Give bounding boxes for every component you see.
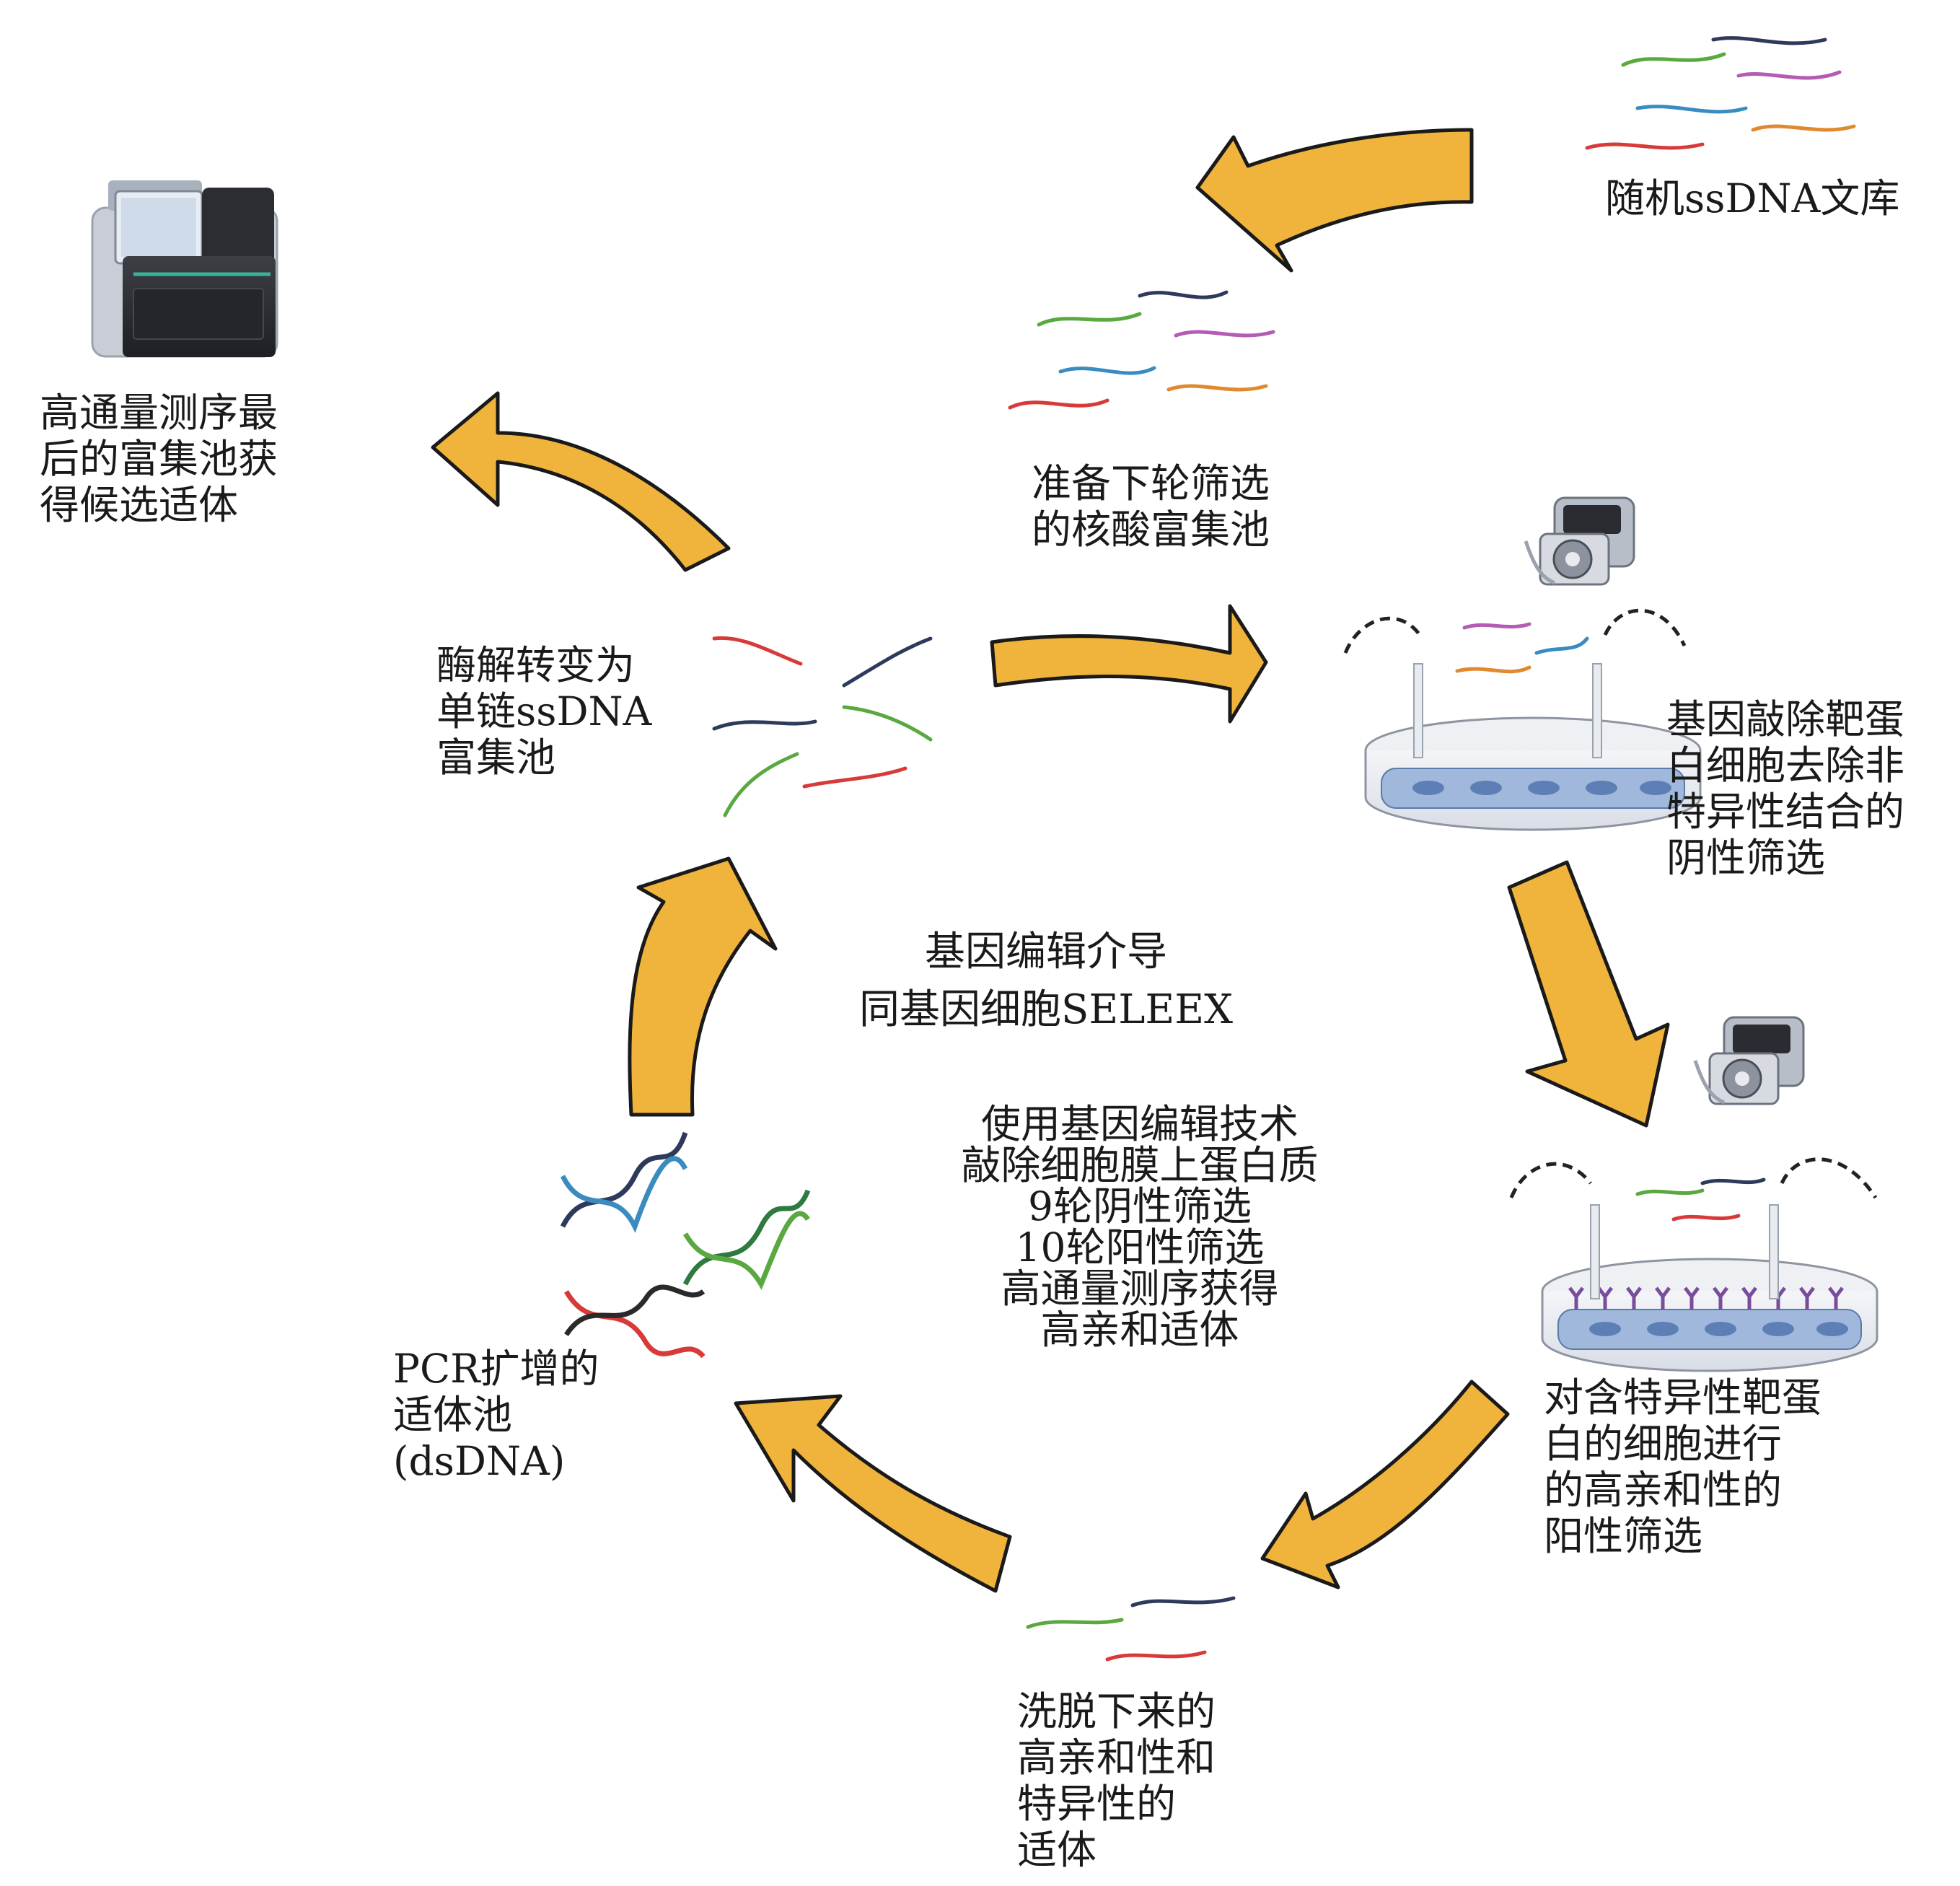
label-digestion: 酶解转变为 单链ssDNA 富集池 <box>436 642 651 781</box>
title-line: 基因编辑介导 <box>925 929 1167 975</box>
label-line: 单链ssDNA <box>436 688 652 734</box>
label-line: 特异性的 <box>1017 1781 1177 1827</box>
culture-dish-icon <box>1509 1157 1878 1372</box>
ssdna-strand-icon <box>1008 290 1275 410</box>
flow-arrow-icon <box>628 856 778 1117</box>
label-line: 洗脱下来的 <box>1017 1688 1216 1734</box>
summary-line: 高通量测序获得 <box>1001 1266 1279 1312</box>
ssdna-strand-icon <box>1455 622 1589 674</box>
peristaltic-pump-icon <box>1524 496 1635 586</box>
summary-line: 敲除细胞膜上蛋白质 <box>961 1142 1319 1188</box>
ssdna-strand-icon <box>712 636 933 817</box>
flow-arrow-icon <box>1195 128 1474 273</box>
label-line: 高通量测序最 <box>40 390 278 436</box>
dna-helix-icon <box>563 1284 706 1359</box>
method-summary: 使用基因编辑技术 敲除细胞膜上蛋白质 9轮阴性筛选 10轮阳性筛选 高通量测序获… <box>923 1104 1356 1351</box>
label-line: 对含特异性靶蛋 <box>1544 1374 1822 1421</box>
dna-helix-icon <box>560 1131 688 1233</box>
label-line: 的高亲和性的 <box>1544 1467 1783 1513</box>
title-line: 同基因细胞SELEEX <box>858 986 1234 1033</box>
label-line: 高亲和性和 <box>1017 1734 1216 1781</box>
label-negative-selection: 基因敲除靶蛋 白细胞去除非 特异性结合的 阴性筛选 <box>1666 696 1904 881</box>
label-line: 阴性筛选 <box>1666 835 1826 881</box>
ssdna-strand-icon <box>1026 1596 1236 1662</box>
label-line: 酶解转变为 <box>436 642 636 688</box>
label-line: 的核酸富集池 <box>1031 506 1270 553</box>
flow-arrow-icon <box>990 604 1268 724</box>
summary-line: 9轮阴性筛选 <box>1028 1183 1252 1229</box>
label-elution: 洗脱下来的 高亲和性和 特异性的 适体 <box>1017 1688 1216 1873</box>
label-line: (dsDNA) <box>393 1438 566 1484</box>
label-line: 后的富集池获 <box>40 436 278 482</box>
label-line: 适体池 <box>393 1392 513 1438</box>
label-positive-selection: 对含特异性靶蛋 白的细胞进行 的高亲和性的 阳性筛选 <box>1544 1374 1821 1559</box>
ssdna-strand-icon <box>1585 36 1856 150</box>
dna-helix-icon <box>682 1189 811 1290</box>
flow-arrow-icon <box>734 1394 1012 1593</box>
summary-line: 使用基因编辑技术 <box>980 1101 1298 1147</box>
flow-arrow-icon <box>1260 1380 1510 1589</box>
label-line: 基因敲除靶蛋 <box>1666 696 1905 742</box>
label-line: PCR扩增的 <box>393 1346 599 1392</box>
label-line: 白细胞去除非 <box>1666 742 1905 789</box>
label-random-library: 随机ssDNA文库 <box>1605 175 1899 222</box>
label-line: 特异性结合的 <box>1666 789 1905 835</box>
ssdna-strand-icon <box>1635 1177 1766 1221</box>
sequencer-icon <box>91 180 278 358</box>
peristaltic-pump-icon <box>1693 1016 1805 1105</box>
label-line: 适体 <box>1017 1827 1097 1873</box>
label-line: 随机ssDNA文库 <box>1605 175 1900 222</box>
label-prepare-pool: 准备下轮筛选 的核酸富集池 <box>999 460 1302 553</box>
label-line: 阳性筛选 <box>1544 1513 1703 1559</box>
summary-line: 高亲和适体 <box>1040 1307 1239 1353</box>
label-line: 富集池 <box>436 734 556 781</box>
culture-dish-icon <box>1343 608 1702 831</box>
label-line: 白的细胞进行 <box>1544 1421 1783 1467</box>
flow-arrow-icon <box>431 391 731 572</box>
label-line: 得候选适体 <box>40 482 239 528</box>
diagram-title: 基因编辑介导 同基因细胞SELEEX <box>858 924 1234 1039</box>
summary-line: 10轮阳性筛选 <box>1015 1224 1265 1271</box>
label-pcr: PCR扩增的 适体池 (dsDNA) <box>393 1346 599 1484</box>
flow-arrow-icon <box>1507 860 1670 1128</box>
label-sequencing: 高通量测序最 后的富集池获 得候选适体 <box>40 390 278 528</box>
label-line: 准备下轮筛选 <box>1031 460 1270 506</box>
